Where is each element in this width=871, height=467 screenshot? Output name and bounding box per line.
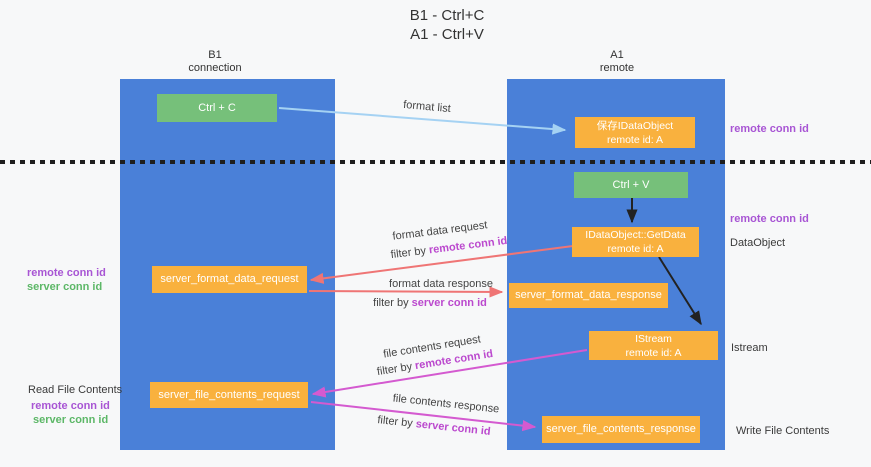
remote-conn-id-highlight: remote conn id [428, 234, 508, 257]
label-filter-server-1: filter by server conn id [373, 297, 487, 309]
box-server-file-contents-response: server_file_contents_response [542, 416, 700, 443]
label-istream: Istream [731, 342, 768, 354]
lifeline-b1-role: connection [188, 62, 242, 74]
box-ctrl-v-label: Ctrl + V [612, 178, 650, 191]
server-conn-id-highlight: server conn id [411, 297, 487, 309]
box-server-file-contents-response-label: server_file_contents_response [546, 423, 696, 435]
label-server-conn-id-left: server conn id [27, 281, 103, 293]
label-format-data-response: format data response [389, 278, 493, 290]
box-idataobject-getdata: IDataObject::GetData remote id: A [572, 227, 699, 257]
title-line-2: A1 - Ctrl+V [410, 26, 484, 43]
box-server-file-contents-request-label: server_file_contents_request [158, 388, 300, 401]
box-ctrl-v: Ctrl + V [574, 172, 688, 198]
box-save-idataobject-line2: remote id: A [606, 133, 664, 146]
label-remote-conn-id-left: remote conn id [27, 267, 106, 279]
box-server-format-data-response-label: server_format_data_response [515, 289, 662, 301]
box-save-idataobject-line1: 保存IDataObject [596, 119, 674, 132]
lifeline-a1-role: remote [599, 62, 635, 74]
title-line-1: B1 - Ctrl+C [409, 7, 485, 24]
diagram-title: B1 - Ctrl+C A1 - Ctrl+V [357, 6, 537, 44]
label-read-file-contents: Read File Contents [28, 384, 123, 396]
box-istream-line1: IStream [635, 332, 672, 345]
label-file-contents-response: file contents response [392, 392, 500, 416]
label-write-file-contents: Write File Contents [736, 425, 830, 437]
label-filter-server-2: filter by server conn id [377, 414, 491, 438]
label-remote-conn-id-mid-right: remote conn id [730, 213, 809, 225]
box-server-format-data-response: server_format_data_response [509, 283, 668, 308]
box-server-format-data-request-label: server_format_data_request [160, 273, 299, 285]
filter-by-text: filter by [390, 244, 430, 262]
arrow-format-data-response [308, 286, 504, 298]
box-getdata-line2: remote id: A [607, 243, 664, 255]
label-remote-conn-id-read: remote conn id [31, 400, 110, 412]
label-dataobject: DataObject [730, 237, 786, 249]
box-getdata-line1: IDataObject::GetData [585, 229, 686, 241]
filter-by-text: filter by [376, 414, 417, 431]
label-format-list: format list [402, 98, 452, 116]
lifeline-b1-name: B1 [208, 49, 222, 61]
filter-by-text: filter by [373, 297, 412, 309]
box-istream-line2: remote id: A [625, 346, 682, 359]
box-server-format-data-request: server_format_data_request [152, 266, 307, 293]
lifeline-header-b1: B1 connection [165, 49, 265, 75]
dashed-separator [0, 160, 871, 164]
label-remote-conn-id-top-right: remote conn id [730, 123, 809, 135]
box-ctrl-c: Ctrl + C [157, 94, 277, 122]
server-conn-id-highlight: server conn id [415, 418, 492, 438]
lifeline-a1-name: A1 [610, 49, 624, 61]
lifeline-header-a1: A1 remote [567, 49, 667, 75]
box-save-idataobject: 保存IDataObject remote id: A [575, 117, 695, 148]
filter-by-text: filter by [376, 360, 417, 379]
box-istream: IStream remote id: A [589, 331, 718, 360]
box-server-file-contents-request: server_file_contents_request [150, 382, 308, 408]
box-ctrl-c-label: Ctrl + C [198, 101, 236, 114]
label-server-conn-id-read: server conn id [33, 414, 109, 426]
